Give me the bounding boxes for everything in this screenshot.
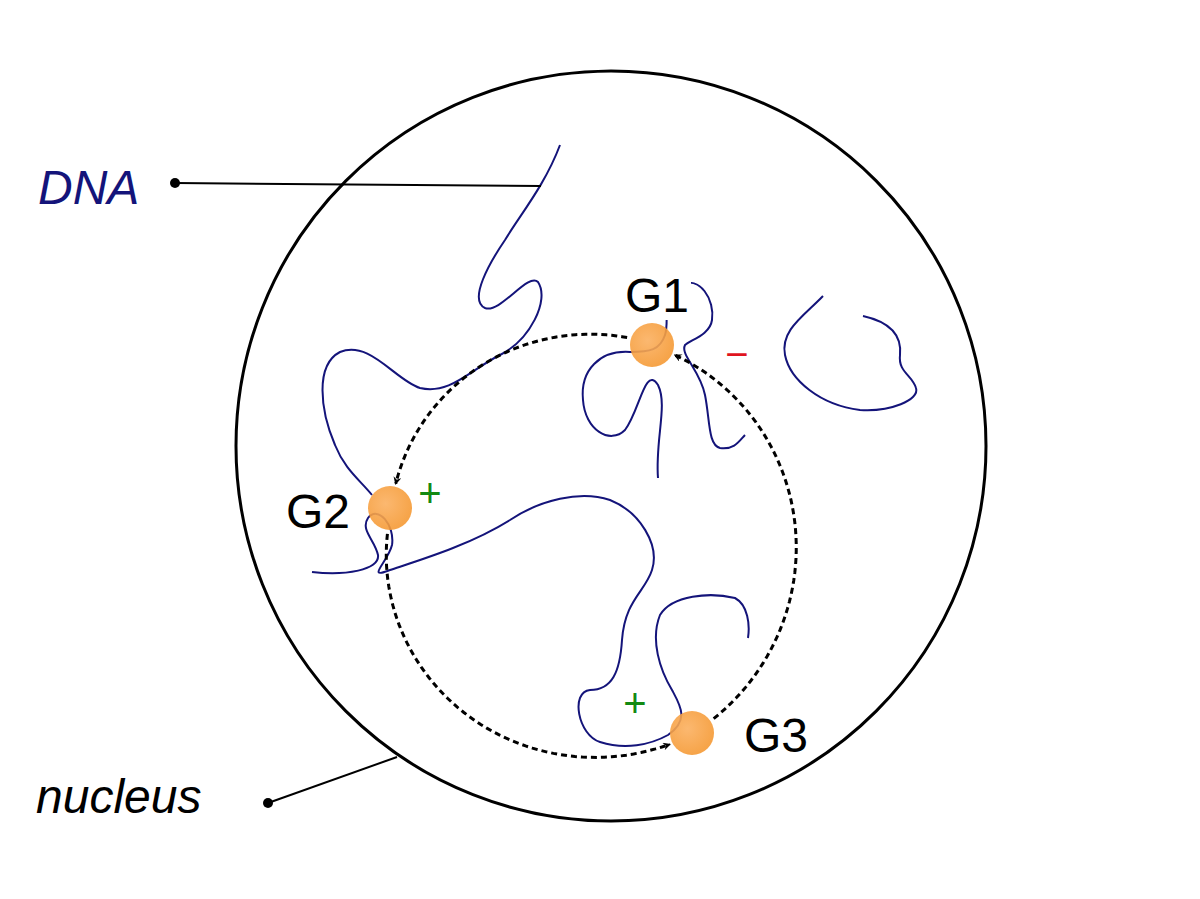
regulation-sign: +	[621, 683, 648, 723]
gene-locus: G3+	[669, 710, 715, 756]
gene-locus: G2+	[367, 485, 413, 531]
part-label: DNA	[36, 164, 141, 212]
locus-circle	[629, 322, 675, 368]
dna-strand	[312, 496, 749, 746]
regulation-arrow	[386, 534, 669, 758]
locus-circle	[367, 485, 413, 531]
leader-line	[175, 183, 541, 186]
gene-locus: G1−	[629, 322, 675, 368]
leader-line	[268, 757, 397, 803]
regulation-arrow	[675, 355, 796, 719]
locus-circle	[669, 710, 715, 756]
dna-strand	[323, 145, 561, 495]
gene-name: G2	[284, 488, 352, 536]
dna-strands	[312, 145, 916, 746]
regulation-sign: −	[723, 334, 750, 374]
leader-lines	[170, 178, 541, 808]
part-label: nucleus	[34, 773, 203, 821]
dna-strand	[784, 296, 916, 410]
regulation-arrow	[396, 334, 627, 483]
gene-name: G3	[742, 712, 810, 760]
gene-name: G1	[623, 272, 691, 320]
regulation-sign: +	[416, 473, 443, 513]
